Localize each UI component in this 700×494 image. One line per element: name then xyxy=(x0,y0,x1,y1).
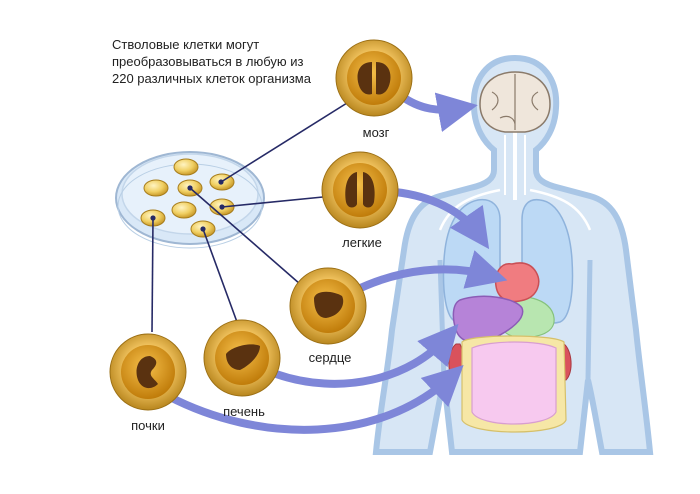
caption: Стволовые клетки могут преобразовываться… xyxy=(112,36,372,87)
arrow-to-kidneys xyxy=(164,365,464,434)
connector-dot xyxy=(187,185,193,191)
caption-line: Стволовые клетки могут xyxy=(112,37,260,52)
connector-lungs xyxy=(221,195,334,208)
connector-heart xyxy=(189,187,301,285)
connector-lines xyxy=(151,97,356,333)
cell-kidneys xyxy=(109,333,187,411)
connector-dot xyxy=(150,215,156,221)
brain-icon xyxy=(357,62,391,95)
label-lungs: легкие xyxy=(342,235,382,250)
caption-line: 220 различных клеток организма xyxy=(112,71,311,86)
arrow-to-brain xyxy=(396,91,478,132)
human-body xyxy=(372,54,654,455)
label-heart: сердце xyxy=(309,350,352,365)
liver-icon xyxy=(226,344,260,370)
heart-organ xyxy=(494,262,540,303)
cell-liver xyxy=(203,319,281,397)
lungs-icon xyxy=(345,172,375,208)
dish-cell xyxy=(143,179,169,197)
intestine-pink xyxy=(471,341,557,425)
arrows xyxy=(164,91,508,434)
connector-liver xyxy=(202,228,238,323)
caption-line: преобразовываться в любую из xyxy=(112,54,304,69)
arrow-to-liver xyxy=(272,323,459,388)
label-kidneys: почки xyxy=(131,418,165,433)
label-liver: печень xyxy=(223,404,265,419)
connector-kidneys xyxy=(151,217,154,333)
arrow-to-lungs xyxy=(391,188,490,250)
connector-brain xyxy=(220,97,356,183)
dish-cell xyxy=(173,158,199,176)
cell-lungs xyxy=(321,151,399,229)
connector-dot xyxy=(219,204,225,210)
connector-dot xyxy=(218,179,224,185)
cell-brain xyxy=(335,39,413,117)
cell-heart xyxy=(289,267,367,345)
dish-cell xyxy=(171,201,197,219)
connector-dot xyxy=(200,226,206,232)
label-brain: мозг xyxy=(363,125,390,140)
heart-icon xyxy=(314,291,344,318)
arrow-to-heart xyxy=(348,250,508,296)
kidney-icon xyxy=(136,356,158,389)
